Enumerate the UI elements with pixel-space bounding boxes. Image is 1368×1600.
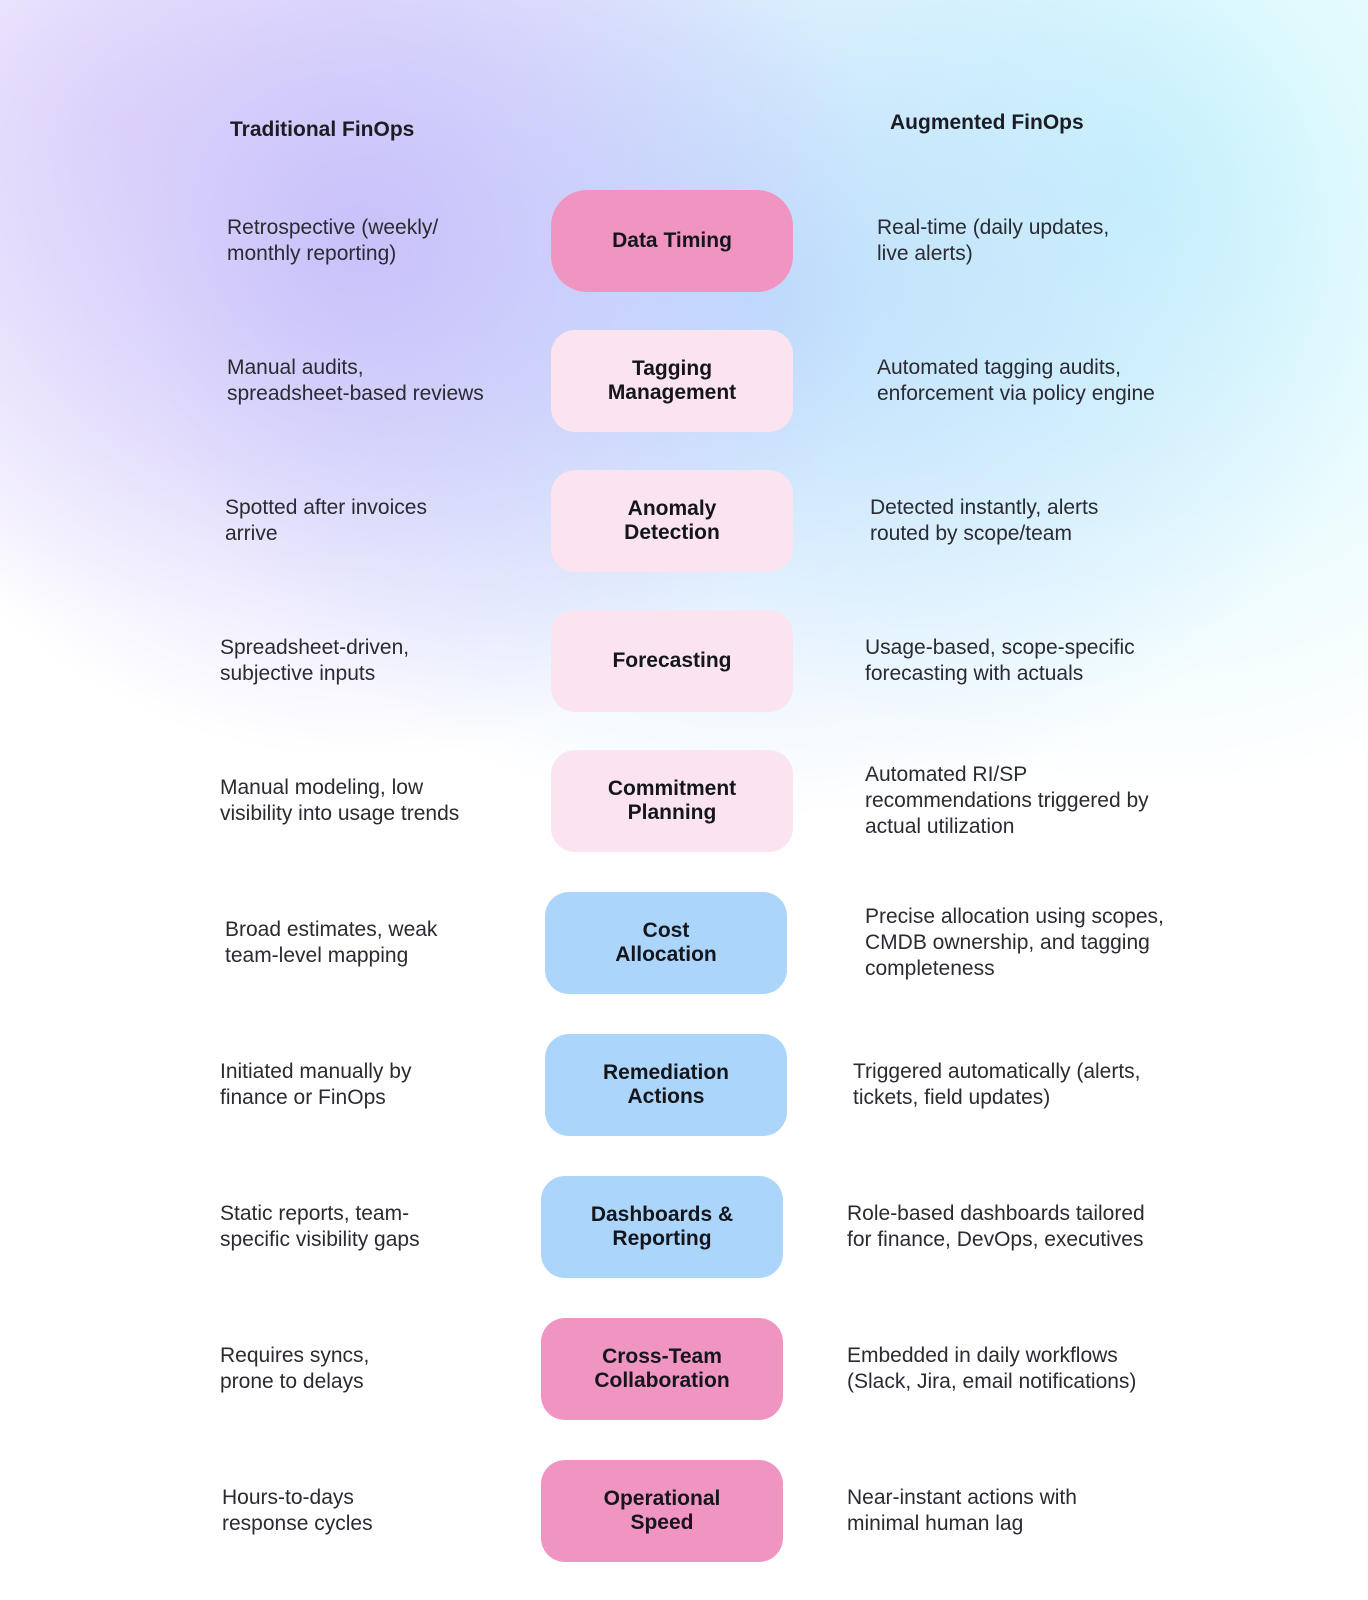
category-label: Remediation Actions bbox=[602, 1061, 730, 1108]
comparison-row-remediation-actions: Initiated manually by finance or FinOps … bbox=[0, 1034, 1368, 1136]
augmented-description: Detected instantly, alerts routed by sco… bbox=[870, 496, 1099, 545]
category-label: Cross-Team Collaboration bbox=[594, 1345, 730, 1392]
traditional-description: Spotted after invoices arrive bbox=[225, 496, 427, 545]
category-label: Cost Allocation bbox=[615, 919, 717, 966]
comparison-row-operational-speed: Hours-to-days response cycles Operationa… bbox=[0, 1460, 1368, 1562]
traditional-description: Spreadsheet-driven, subjective inputs bbox=[220, 636, 410, 685]
traditional-description: Manual audits, spreadsheet-based reviews bbox=[227, 356, 484, 405]
comparison-row-cross-team-collaboration: Requires syncs, prone to delays Cross-Te… bbox=[0, 1318, 1368, 1420]
augmented-description: Near-instant actions with minimal human … bbox=[847, 1486, 1077, 1535]
category-pill: Cost Allocation bbox=[545, 892, 787, 994]
augmented-description: Embedded in daily workflows (Slack, Jira… bbox=[847, 1344, 1137, 1393]
comparison-row-forecasting: Spreadsheet-driven, subjective inputs Fo… bbox=[0, 610, 1368, 712]
traditional-description: Retrospective (weekly/ monthly reporting… bbox=[227, 216, 439, 265]
augmented-description: Usage-based, scope-specific forecasting … bbox=[865, 636, 1135, 685]
augmented-description: Automated tagging audits, enforcement vi… bbox=[877, 356, 1155, 405]
category-label: Commitment Planning bbox=[607, 777, 737, 824]
traditional-description: Static reports, team- specific visibilit… bbox=[220, 1202, 420, 1251]
comparison-row-data-timing: Retrospective (weekly/ monthly reporting… bbox=[0, 190, 1368, 292]
traditional-finops-heading: Traditional FinOps bbox=[230, 118, 415, 141]
category-pill: Commitment Planning bbox=[551, 750, 793, 852]
traditional-description: Manual modeling, low visibility into usa… bbox=[220, 776, 460, 825]
category-pill: Data Timing bbox=[551, 190, 793, 292]
category-label: Anomaly Detection bbox=[624, 497, 720, 544]
augmented-finops-heading: Augmented FinOps bbox=[890, 111, 1084, 134]
category-pill: Operational Speed bbox=[541, 1460, 783, 1562]
category-pill: Forecasting bbox=[551, 610, 793, 712]
category-label: Dashboards & Reporting bbox=[590, 1203, 734, 1250]
augmented-description: Role-based dashboards tailored for finan… bbox=[847, 1202, 1145, 1251]
augmented-description: Automated RI/SP recommendations triggere… bbox=[865, 763, 1149, 838]
augmented-description: Triggered automatically (alerts, tickets… bbox=[853, 1060, 1141, 1109]
augmented-description: Real-time (daily updates, live alerts) bbox=[877, 216, 1110, 265]
comparison-row-cost-allocation: Broad estimates, weak team-level mapping… bbox=[0, 892, 1368, 994]
category-label: Tagging Management bbox=[607, 357, 737, 404]
comparison-row-commitment-planning: Manual modeling, low visibility into usa… bbox=[0, 750, 1368, 852]
comparison-row-anomaly-detection: Spotted after invoices arrive Anomaly De… bbox=[0, 470, 1368, 572]
category-pill: Dashboards & Reporting bbox=[541, 1176, 783, 1278]
category-pill: Anomaly Detection bbox=[551, 470, 793, 572]
category-pill: Tagging Management bbox=[551, 330, 793, 432]
category-label: Operational Speed bbox=[603, 1487, 721, 1534]
traditional-description: Initiated manually by finance or FinOps bbox=[220, 1060, 412, 1109]
augmented-description: Precise allocation using scopes, CMDB ow… bbox=[865, 905, 1164, 980]
category-pill: Remediation Actions bbox=[545, 1034, 787, 1136]
category-label: Data Timing bbox=[612, 229, 732, 252]
traditional-description: Broad estimates, weak team-level mapping bbox=[225, 918, 438, 967]
category-label: Forecasting bbox=[612, 649, 732, 672]
category-pill: Cross-Team Collaboration bbox=[541, 1318, 783, 1420]
comparison-row-dashboards-reporting: Static reports, team- specific visibilit… bbox=[0, 1176, 1368, 1278]
traditional-description: Requires syncs, prone to delays bbox=[220, 1344, 370, 1393]
comparison-row-tagging-management: Manual audits, spreadsheet-based reviews… bbox=[0, 330, 1368, 432]
traditional-description: Hours-to-days response cycles bbox=[222, 1486, 373, 1535]
